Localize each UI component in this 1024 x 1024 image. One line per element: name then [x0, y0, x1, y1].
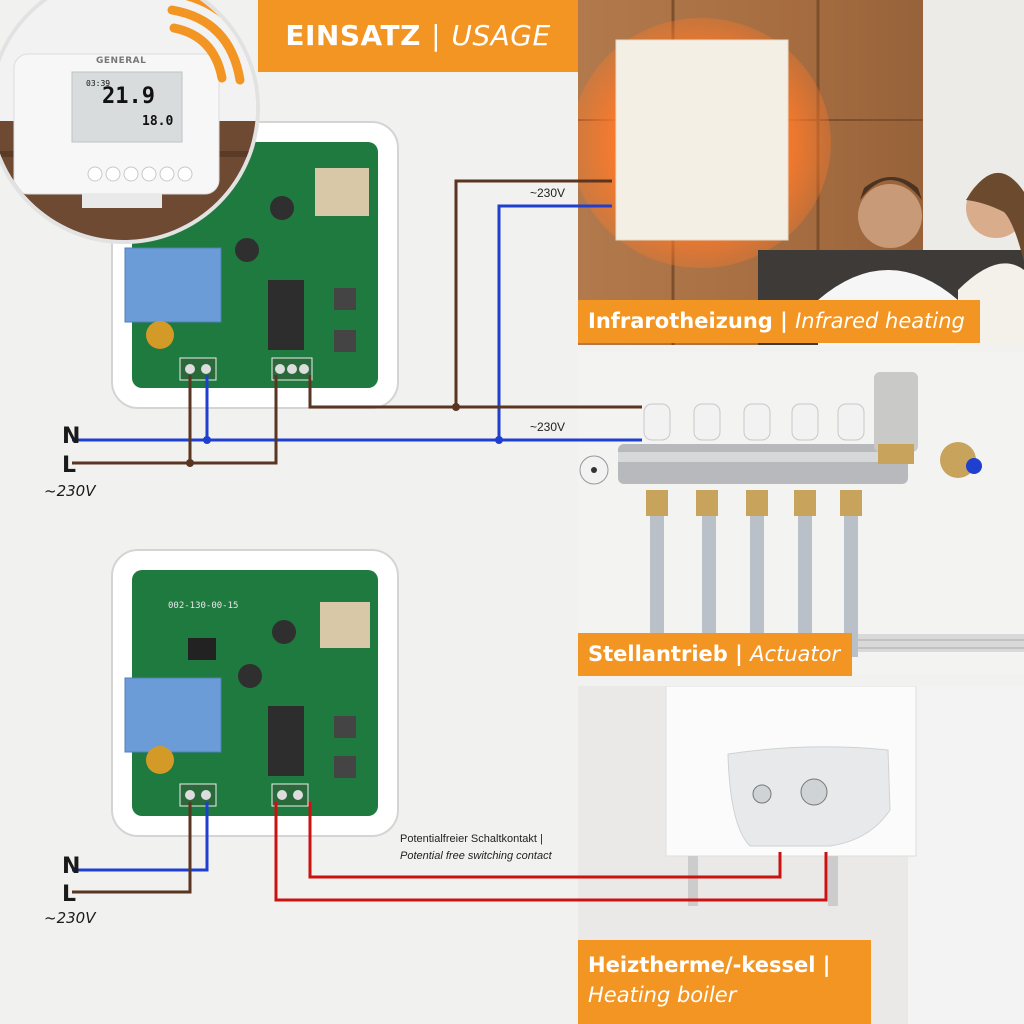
boiler-label: Heiztherme/-kessel | Heating boiler: [578, 940, 871, 1024]
thermostat-inset: GENERAL 03:39 21.9 18.0: [0, 0, 260, 244]
actuator-manifold-photo: [578, 352, 1024, 674]
neutral-label-bottom: N: [62, 854, 81, 879]
header-title-de: EINSATZ: [285, 19, 421, 52]
supply-voltage-bottom: ~230V: [44, 909, 96, 927]
infrared-label-en: Infrared heating: [795, 309, 965, 333]
live-wire-bottom: [72, 802, 192, 894]
wireless-signal-icon: [167, 0, 256, 85]
contact-label-en: Potential free switching contact: [400, 850, 552, 862]
thermostat-photo: [0, 0, 256, 240]
neutral-wire-bottom: [72, 802, 209, 872]
voltage-label-infrared: ~230V: [530, 186, 566, 200]
live-label-bottom: L: [62, 882, 77, 907]
supply-voltage-top: ~230V: [44, 482, 96, 500]
header-title-en: USAGE: [451, 19, 551, 52]
header-banner: EINSATZ | USAGE: [258, 0, 578, 72]
actuator-panel: [578, 352, 1024, 674]
thermostat-current-temp: 21.9: [102, 84, 155, 109]
thermostat-time: 03:39: [86, 79, 111, 88]
infrared-heating-panel: [578, 0, 1024, 345]
board-model-number: 002-130-00-15: [168, 601, 239, 611]
infrared-heating-label: Infrarotheizung | Infrared heating: [578, 300, 980, 343]
infrared-heating-photo: [578, 0, 1024, 345]
boiler-label-de: Heiztherme/-kessel: [588, 953, 816, 977]
contact-wire-2: [308, 802, 782, 879]
actuator-label: Stellantrieb | Actuator: [578, 633, 852, 676]
switched-wire-top: [308, 375, 642, 409]
receiver-board-bottom: [111, 549, 399, 837]
contact-label-de: Potentialfreier Schaltkontakt |: [400, 833, 543, 845]
live-wire-top: [72, 375, 278, 465]
live-label-top: L: [62, 453, 77, 478]
actuator-label-de: Stellantrieb: [588, 642, 728, 666]
infrared-label-de: Infrarotheizung: [588, 309, 773, 333]
boiler-label-en: Heating boiler: [588, 983, 737, 1007]
contact-wire-1: [274, 802, 828, 902]
actuator-label-en: Actuator: [750, 642, 841, 666]
thermostat-brand: GENERAL: [96, 56, 147, 66]
thermostat-set-temp: 18.0: [142, 114, 174, 129]
switched-wire-infrared: [454, 179, 612, 407]
neutral-label-top: N: [62, 424, 81, 449]
neutral-wire-infrared: [497, 204, 612, 440]
voltage-label-actuator: ~230V: [530, 420, 566, 434]
